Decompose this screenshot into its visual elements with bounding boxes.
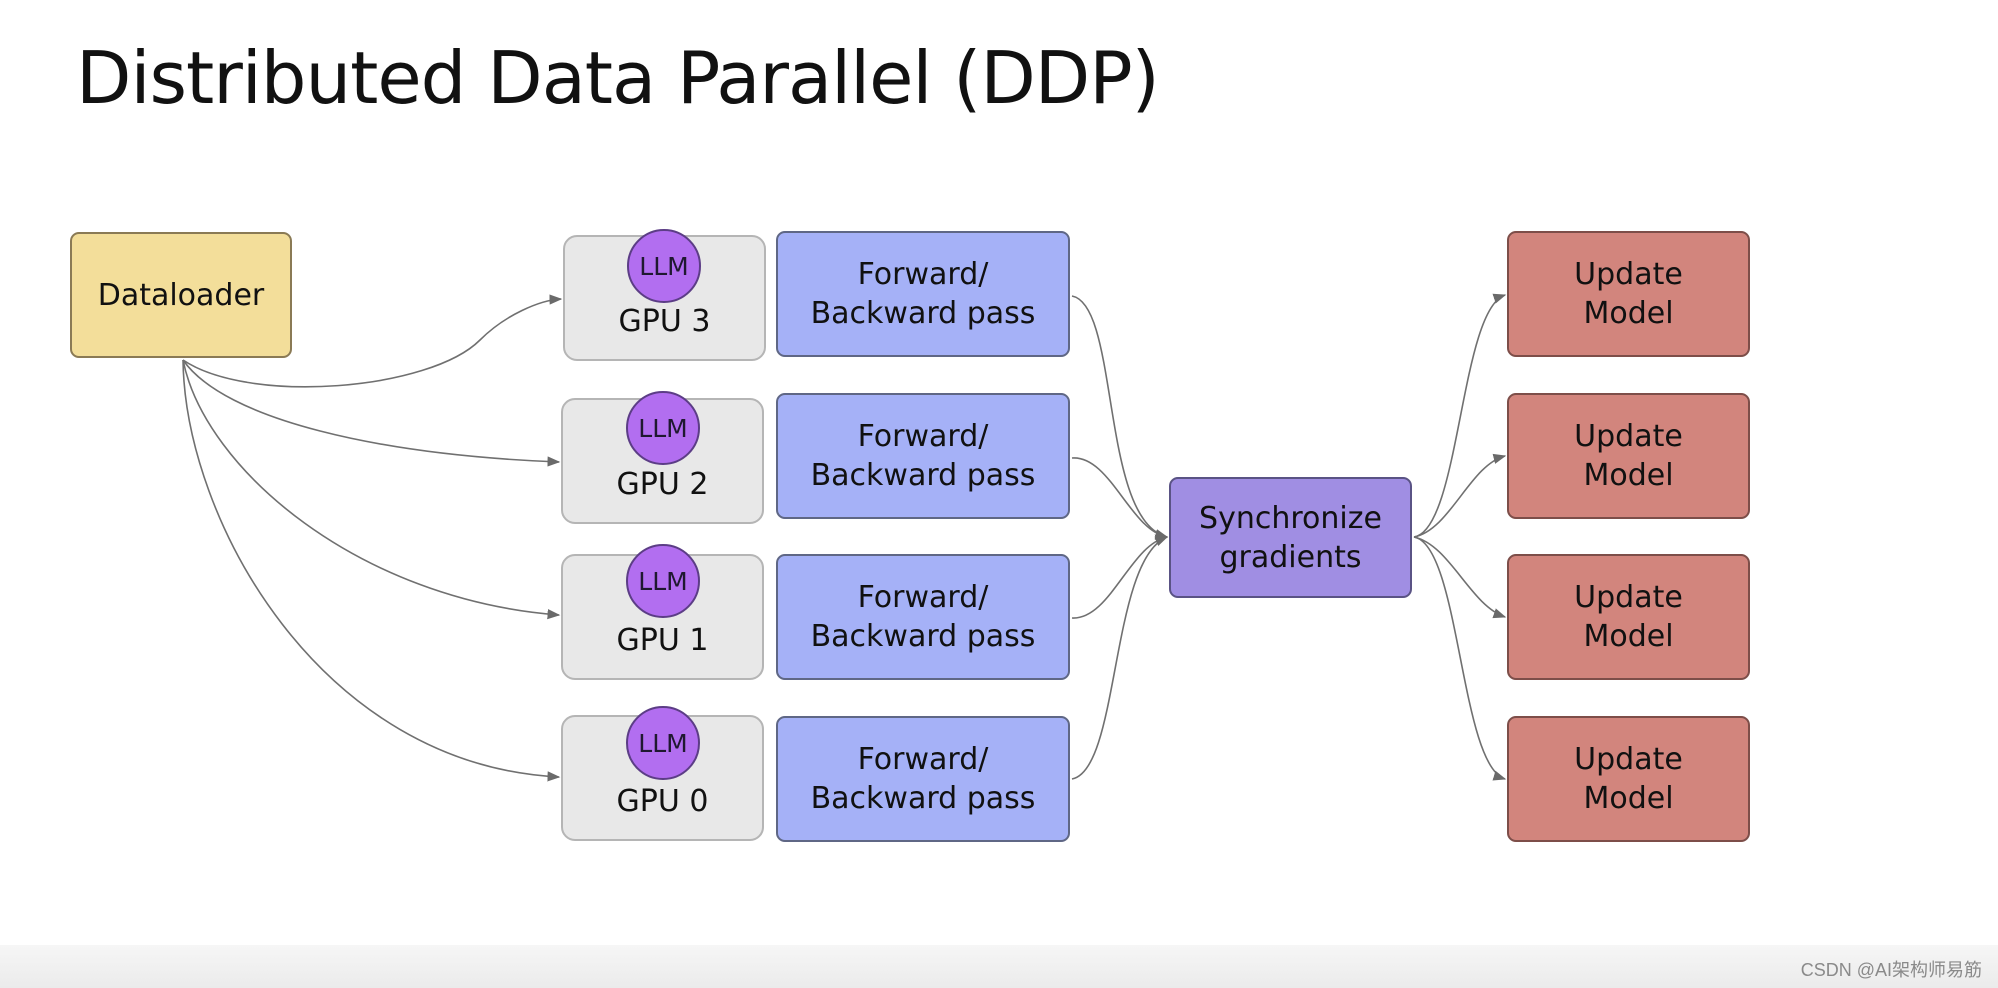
update-label: Update bbox=[1574, 257, 1683, 292]
model-label: Model bbox=[1583, 296, 1674, 331]
forward-backward-box-gpu-3: Forward/ Backward pass bbox=[776, 231, 1070, 357]
slide-title: Distributed Data Parallel (DDP) bbox=[76, 36, 1160, 120]
arrow-dataloader-gpu1 bbox=[182, 359, 561, 620]
gpu-0-label: GPU 0 bbox=[616, 784, 709, 819]
gpu-1-label: GPU 1 bbox=[616, 623, 709, 658]
arrow-dataloader-gpu2 bbox=[182, 359, 561, 467]
backward-pass-label: Backward pass bbox=[810, 619, 1036, 654]
forward-backward-box-gpu-0: Forward/ Backward pass bbox=[776, 716, 1070, 842]
update-model-box-gpu-3: Update Model bbox=[1507, 231, 1750, 357]
update-model-box-gpu-2: Update Model bbox=[1507, 393, 1750, 519]
gradients-label: gradients bbox=[1219, 539, 1362, 575]
arrow-dataloader-gpu3 bbox=[182, 294, 563, 388]
llm-label: LLM bbox=[638, 566, 688, 596]
model-label: Model bbox=[1583, 781, 1674, 816]
arrow-sync-update2 bbox=[1413, 453, 1507, 538]
llm-badge-gpu-1: LLM bbox=[626, 544, 700, 618]
llm-badge-gpu-3: LLM bbox=[627, 229, 701, 303]
llm-label: LLM bbox=[638, 728, 688, 758]
synchronize-label: Synchronize bbox=[1199, 500, 1382, 536]
update-model-box-gpu-1: Update Model bbox=[1507, 554, 1750, 680]
backward-pass-label: Backward pass bbox=[810, 296, 1036, 331]
forward-label: Forward/ bbox=[857, 419, 989, 454]
forward-backward-box-gpu-2: Forward/ Backward pass bbox=[776, 393, 1070, 519]
forward-backward-box-gpu-1: Forward/ Backward pass bbox=[776, 554, 1070, 680]
llm-label: LLM bbox=[638, 413, 688, 443]
arrow-sync-update1 bbox=[1413, 536, 1507, 619]
arrow-sync-update3 bbox=[1413, 293, 1507, 538]
update-label: Update bbox=[1574, 419, 1683, 454]
bottom-bar bbox=[0, 945, 1998, 988]
llm-badge-gpu-0: LLM bbox=[626, 706, 700, 780]
update-label: Update bbox=[1574, 580, 1683, 615]
update-model-box-gpu-0: Update Model bbox=[1507, 716, 1750, 842]
gpu-2-label: GPU 2 bbox=[616, 467, 709, 502]
backward-pass-label: Backward pass bbox=[810, 458, 1036, 493]
update-label: Update bbox=[1574, 742, 1683, 777]
model-label: Model bbox=[1583, 619, 1674, 654]
dataloader-label: Dataloader bbox=[97, 277, 265, 313]
watermark: CSDN @AI架构师易筋 bbox=[1800, 960, 1982, 980]
arrow-fb2-sync bbox=[1071, 457, 1169, 540]
dataloader-box: Dataloader bbox=[70, 232, 292, 358]
forward-label: Forward/ bbox=[857, 742, 989, 777]
llm-label: LLM bbox=[639, 251, 689, 281]
arrow-fb3-sync bbox=[1071, 295, 1169, 540]
synchronize-gradients-box: Synchronize gradients bbox=[1169, 477, 1412, 598]
gpu-3-label: GPU 3 bbox=[618, 304, 711, 339]
arrow-sync-update0 bbox=[1413, 536, 1507, 781]
arrow-fb0-sync bbox=[1071, 536, 1169, 780]
llm-badge-gpu-2: LLM bbox=[626, 391, 700, 465]
model-label: Model bbox=[1583, 458, 1674, 493]
arrow-dataloader-gpu0 bbox=[182, 359, 561, 782]
forward-label: Forward/ bbox=[857, 257, 989, 292]
backward-pass-label: Backward pass bbox=[810, 781, 1036, 816]
forward-label: Forward/ bbox=[857, 580, 989, 615]
